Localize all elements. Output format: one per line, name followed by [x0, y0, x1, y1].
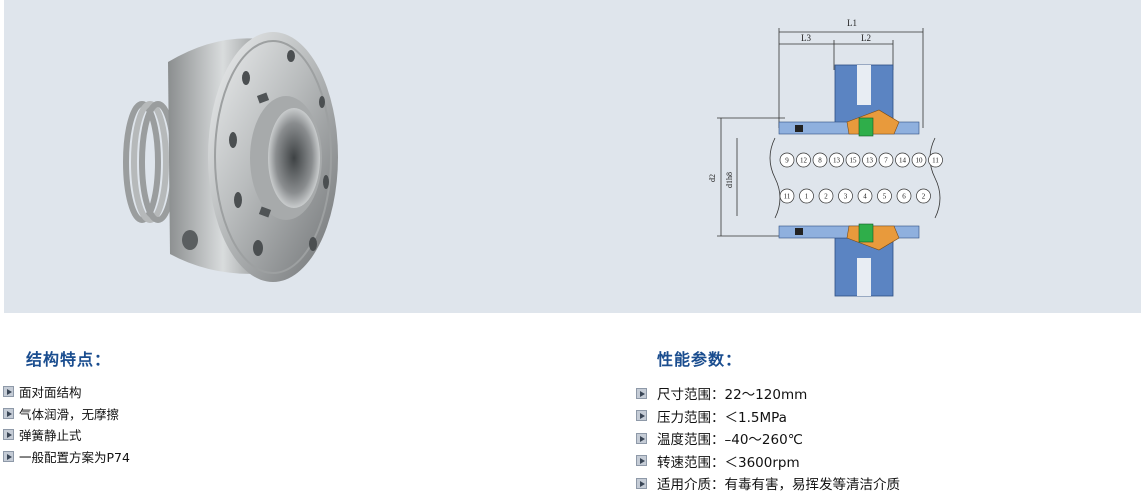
mechanical-seal-photo [123, 32, 338, 282]
part-number: 13 [866, 157, 874, 165]
feature-item: 弹簧静止式 [3, 424, 130, 446]
dim-d2: d2 [708, 174, 717, 182]
part-number: 4 [863, 193, 867, 201]
bullet-arrow-icon [3, 450, 14, 462]
performance-item: 适用介质：有毒有害，易挥发等清洁介质 [636, 472, 900, 495]
part-number: 12 [800, 157, 808, 165]
feature-item: 气体润滑，无摩擦 [3, 403, 130, 425]
part-number: 14 [899, 157, 907, 165]
bullet-arrow-icon [3, 407, 14, 419]
features-list: 面对面结构 气体润滑，无摩擦 弹簧静止式 一般配置方案为P74 [3, 381, 130, 467]
dim-d1: d1h8 [725, 172, 734, 188]
features-title: 结构特点： [26, 350, 112, 369]
part-number: 6 [902, 193, 906, 201]
part-bubble [911, 152, 927, 168]
part-bubble [799, 188, 814, 204]
feature-item: 面对面结构 [3, 381, 130, 403]
part-bubble [862, 152, 877, 168]
part-bubble [779, 152, 795, 168]
bullet-arrow-icon [636, 410, 647, 422]
part-bubble [877, 188, 892, 204]
bullet-arrow-icon [3, 429, 14, 441]
feature-item: 一般配置方案为P74 [3, 446, 130, 468]
part-bubble [838, 188, 853, 204]
part-number: 9 [785, 157, 789, 165]
part-number: 15 [850, 157, 858, 165]
performance-list: 尺寸范围：22～120mm 压力范围：＜1.5MPa 温度范围：–40～260℃… [636, 382, 900, 495]
part-number: 10 [916, 157, 924, 165]
performance-title: 性能参数： [657, 350, 743, 369]
part-number: 11 [932, 157, 939, 165]
part-bubble [818, 188, 834, 204]
part-number: 2 [922, 193, 926, 201]
bullet-arrow-icon [3, 386, 14, 398]
part-bubble [916, 188, 931, 204]
part-number: 7 [884, 157, 888, 165]
part-bubble [895, 152, 910, 168]
bullet-arrow-icon [636, 387, 647, 399]
dim-l3: L3 [801, 33, 811, 43]
part-number: 1 [805, 193, 809, 201]
part-number: 5 [883, 193, 887, 201]
dim-l2: L2 [861, 33, 871, 43]
part-number: 13 [833, 157, 841, 165]
performance-item: 尺寸范围：22～120mm [636, 382, 900, 405]
dim-l1: L1 [847, 18, 857, 28]
part-bubble [928, 152, 943, 168]
part-bubble [896, 188, 912, 204]
part-number: 3 [844, 193, 848, 201]
part-bubble [796, 152, 811, 168]
part-number: 11 [784, 193, 791, 201]
part-bubble [779, 188, 795, 204]
part-bubble [845, 152, 861, 168]
performance-item: 温度范围：–40～260℃ [636, 427, 900, 450]
part-bubble [857, 188, 873, 204]
part-number: 8 [818, 157, 822, 165]
part-bubble [812, 152, 828, 168]
performance-item: 转速范围：＜3600rpm [636, 450, 900, 473]
performance-item: 压力范围：＜1.5MPa [636, 405, 900, 428]
bullet-arrow-icon [636, 455, 647, 467]
part-number: 2 [824, 193, 828, 201]
part-bubble [829, 152, 844, 168]
bullet-arrow-icon [636, 477, 647, 489]
bullet-arrow-icon [636, 432, 647, 444]
part-bubble [878, 152, 894, 168]
